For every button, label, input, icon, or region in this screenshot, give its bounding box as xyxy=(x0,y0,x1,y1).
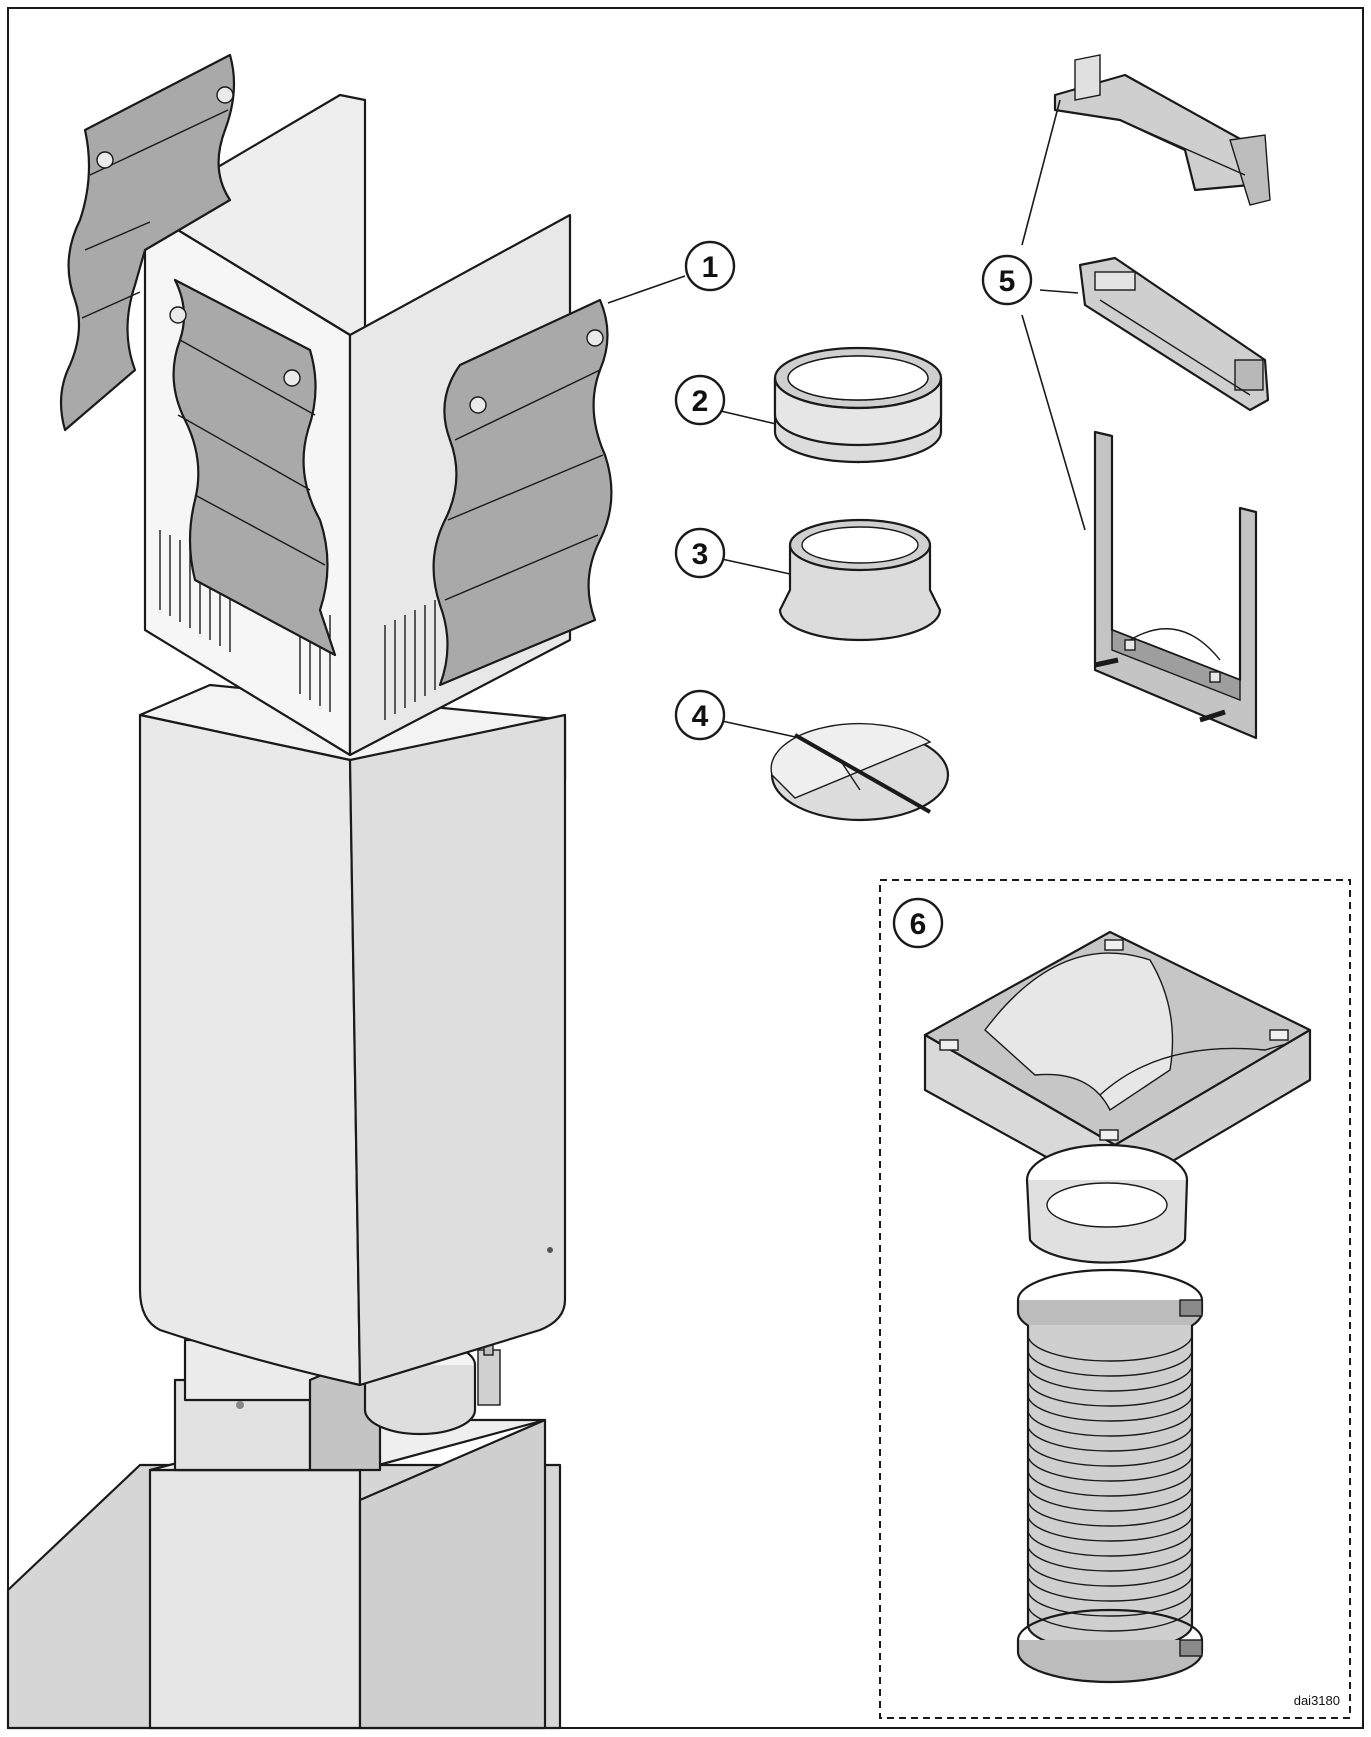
callout-2: 2 xyxy=(674,374,726,426)
part-4-backflow-flap xyxy=(770,723,950,822)
callout-5-label: 5 xyxy=(999,265,1016,298)
part-5-wall-bracket-middle xyxy=(1078,256,1270,412)
hood-base xyxy=(6,1315,562,1730)
callout-3: 3 xyxy=(674,527,726,579)
callout-1: 1 xyxy=(684,240,736,292)
part-5-wall-bracket-top xyxy=(1053,54,1271,206)
flex-duct-corrugations xyxy=(1027,1334,1193,1632)
callout-2-label: 2 xyxy=(692,385,709,418)
protective-foil-left-back xyxy=(59,53,236,432)
part-6-air-deflector xyxy=(923,930,1312,1264)
part-6-accessory-box xyxy=(879,879,1351,1719)
drawing-code: dai3180 xyxy=(1294,1693,1340,1708)
vent-slots-right xyxy=(384,600,436,720)
callout-5: 5 xyxy=(981,254,1033,306)
callout-4: 4 xyxy=(674,689,726,741)
lower-chimney-section xyxy=(138,683,567,1387)
callout-6: 6 xyxy=(892,897,944,949)
callout-3-label: 3 xyxy=(692,538,709,571)
callout-4-label: 4 xyxy=(692,700,709,733)
part-5-mounting-frame xyxy=(1093,430,1258,740)
protective-foil-front-right xyxy=(432,298,613,687)
diagram-frame xyxy=(7,7,1364,1729)
part-6-flex-duct xyxy=(1016,1268,1204,1684)
callout-6-label: 6 xyxy=(910,908,927,941)
part-2-connector-ring xyxy=(773,346,943,464)
part-3-reducer-ring xyxy=(778,518,942,642)
protective-foil-front-left xyxy=(169,278,337,657)
callout-1-label: 1 xyxy=(702,251,719,284)
